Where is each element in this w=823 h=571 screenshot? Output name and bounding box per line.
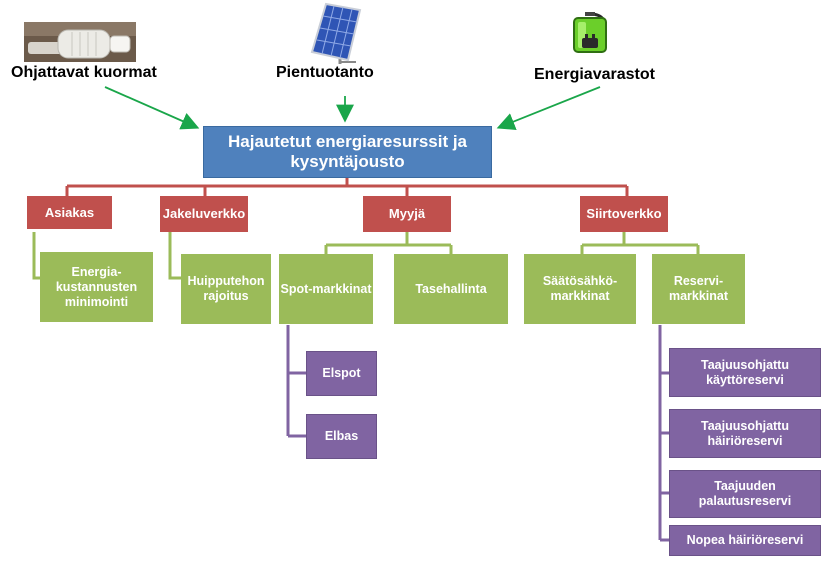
level3-connectors — [286, 325, 669, 542]
solar-panel-icon — [310, 2, 362, 64]
node-elbas-label: Elbas — [324, 429, 359, 443]
node-peak-limit: Huipputehon rajoitus — [181, 254, 271, 324]
node-freq-disturbance-reserve: Taajuusohjattu häiriöreservi — [669, 409, 821, 458]
node-peak-limit-label: Huipputehon rajoitus — [187, 274, 265, 303]
node-regulating-power-markets-label: Säätösähkö-markkinat — [542, 274, 618, 303]
node-siirtoverkko-label: Siirtoverkko — [586, 206, 662, 222]
node-asiakas: Asiakas — [27, 196, 112, 229]
node-spot-markets-label: Spot-markkinat — [280, 281, 372, 296]
node-fast-disturbance-reserve: Nopea häiriöreservi — [669, 525, 821, 556]
node-elspot: Elspot — [306, 351, 377, 396]
node-energy-cost-min: Energia-kustannusten minimointi — [40, 252, 153, 322]
node-energy-cost-min-label: Energia-kustannusten minimointi — [55, 264, 138, 309]
node-myyja-label: Myyjä — [388, 206, 426, 222]
level1-connectors — [65, 178, 629, 196]
level2-connectors — [32, 232, 700, 280]
node-spot-markets: Spot-markkinat — [279, 254, 373, 324]
node-freq-restoration-reserve: Taajuuden palautusreservi — [669, 470, 821, 518]
input-storage-label: Energiavarastot — [534, 66, 655, 83]
node-freq-operating-reserve: Taajuusohjattu käyttöreservi — [669, 348, 821, 397]
node-elspot-label: Elspot — [322, 366, 361, 380]
node-elbas: Elbas — [306, 414, 377, 459]
input-loads-label: Ohjattavat kuormat — [11, 64, 157, 81]
node-freq-disturbance-reserve-label: Taajuusohjattu häiriöreservi — [701, 418, 789, 448]
input-small-production-label: Pientuotanto — [276, 64, 374, 81]
root-label: Hajautetut energiaresurssit ja kysyntäjo… — [227, 131, 468, 171]
arrow-storage — [496, 86, 601, 131]
node-freq-operating-reserve-label: Taajuusohjattu käyttöreservi — [701, 357, 789, 387]
node-balance-management: Tasehallinta — [394, 254, 508, 324]
root-node: Hajautetut energiaresurssit ja kysyntäjo… — [203, 126, 492, 178]
arrow-loads — [104, 86, 200, 130]
node-jakeluverkko: Jakeluverkko — [160, 196, 248, 232]
radiator-thermostat-icon — [24, 22, 136, 62]
node-balance-management-label: Tasehallinta — [415, 281, 487, 296]
battery-plug-icon — [573, 12, 607, 53]
node-jakeluverkko-label: Jakeluverkko — [162, 206, 246, 222]
node-reserve-markets-label: Reservi-markkinat — [668, 274, 729, 303]
node-asiakas-label: Asiakas — [44, 204, 95, 220]
node-fast-disturbance-reserve-label: Nopea häiriöreservi — [686, 533, 804, 547]
node-myyja: Myyjä — [363, 196, 451, 232]
node-freq-restoration-reserve-label: Taajuuden palautusreservi — [698, 479, 792, 508]
node-reserve-markets: Reservi-markkinat — [652, 254, 745, 324]
node-regulating-power-markets: Säätösähkö-markkinat — [524, 254, 636, 324]
node-siirtoverkko: Siirtoverkko — [580, 196, 668, 232]
